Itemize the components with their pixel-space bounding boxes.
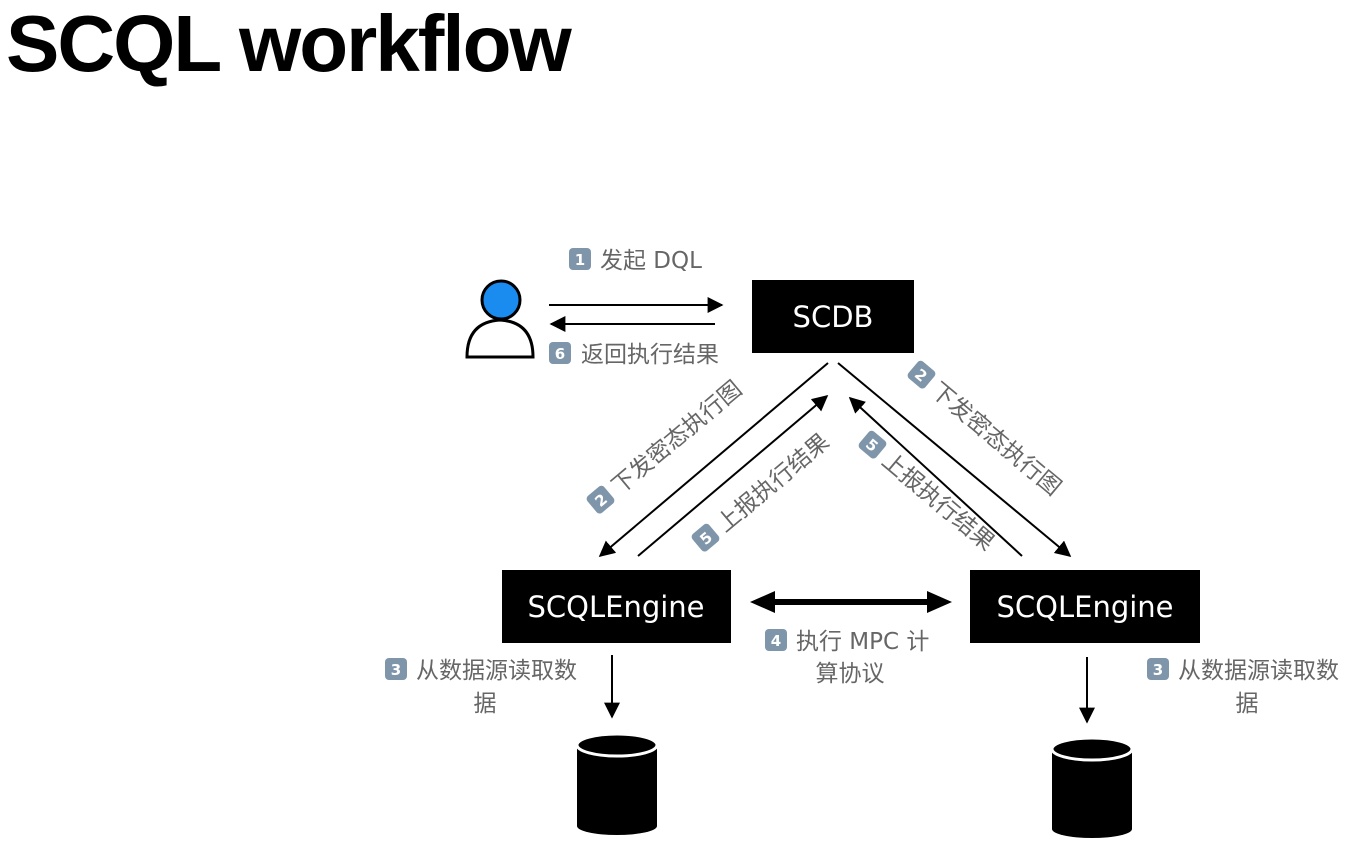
svg-text:上报执行结果: 上报执行结果 bbox=[877, 448, 999, 557]
svg-text:SCQLEngine: SCQLEngine bbox=[527, 590, 704, 624]
step-6-label: 6 返回执行结果 bbox=[549, 342, 719, 368]
svg-text:4: 4 bbox=[771, 632, 781, 650]
svg-text:据: 据 bbox=[474, 691, 497, 717]
svg-text:SCQLEngine: SCQLEngine bbox=[996, 590, 1173, 624]
scdb-node: SCDB bbox=[752, 280, 914, 353]
user-icon bbox=[465, 279, 535, 359]
svg-text:算协议: 算协议 bbox=[816, 661, 885, 687]
step-5-right-label: 5 上报执行结果 bbox=[858, 430, 999, 557]
arrow-scdb-to-left-engine bbox=[598, 362, 829, 558]
database-icon bbox=[575, 732, 659, 835]
arrow-engine-mpc bbox=[750, 591, 952, 613]
arrow-left-engine-to-scdb bbox=[637, 394, 829, 557]
step-2-left-label: 2 下发密态执行图 bbox=[586, 376, 747, 514]
svg-text:下发密态执行图: 下发密态执行图 bbox=[926, 378, 1066, 501]
svg-text:SCDB: SCDB bbox=[793, 300, 874, 334]
svg-text:据: 据 bbox=[1236, 691, 1259, 717]
svg-text:返回执行结果: 返回执行结果 bbox=[581, 342, 719, 368]
svg-text:6: 6 bbox=[555, 345, 565, 363]
arrow-scdb-to-right-engine bbox=[837, 362, 1072, 558]
step-1-label: 1 发起 DQL bbox=[569, 248, 702, 274]
svg-text:3: 3 bbox=[1153, 661, 1163, 679]
svg-text:3: 3 bbox=[391, 661, 401, 679]
step-3-left-label: 3 从数据源读取数 据 bbox=[385, 658, 577, 717]
svg-text:1: 1 bbox=[575, 251, 585, 269]
database-icon bbox=[1050, 736, 1134, 838]
step-3-right-label: 3 从数据源读取数 据 bbox=[1147, 658, 1339, 717]
svg-text:发起 DQL: 发起 DQL bbox=[600, 248, 702, 274]
page-title: SCQL workflow bbox=[6, 0, 572, 88]
scql-engine-right-node: SCQLEngine bbox=[970, 570, 1200, 643]
step-4-label: 4 执行 MPC 计 算协议 bbox=[765, 629, 929, 687]
svg-text:从数据源读取数: 从数据源读取数 bbox=[416, 658, 577, 684]
arrow-right-engine-to-scdb bbox=[848, 396, 1023, 557]
svg-text:执行 MPC 计: 执行 MPC 计 bbox=[796, 629, 929, 655]
svg-text:从数据源读取数: 从数据源读取数 bbox=[1178, 658, 1339, 684]
scql-engine-left-node: SCQLEngine bbox=[502, 570, 731, 643]
